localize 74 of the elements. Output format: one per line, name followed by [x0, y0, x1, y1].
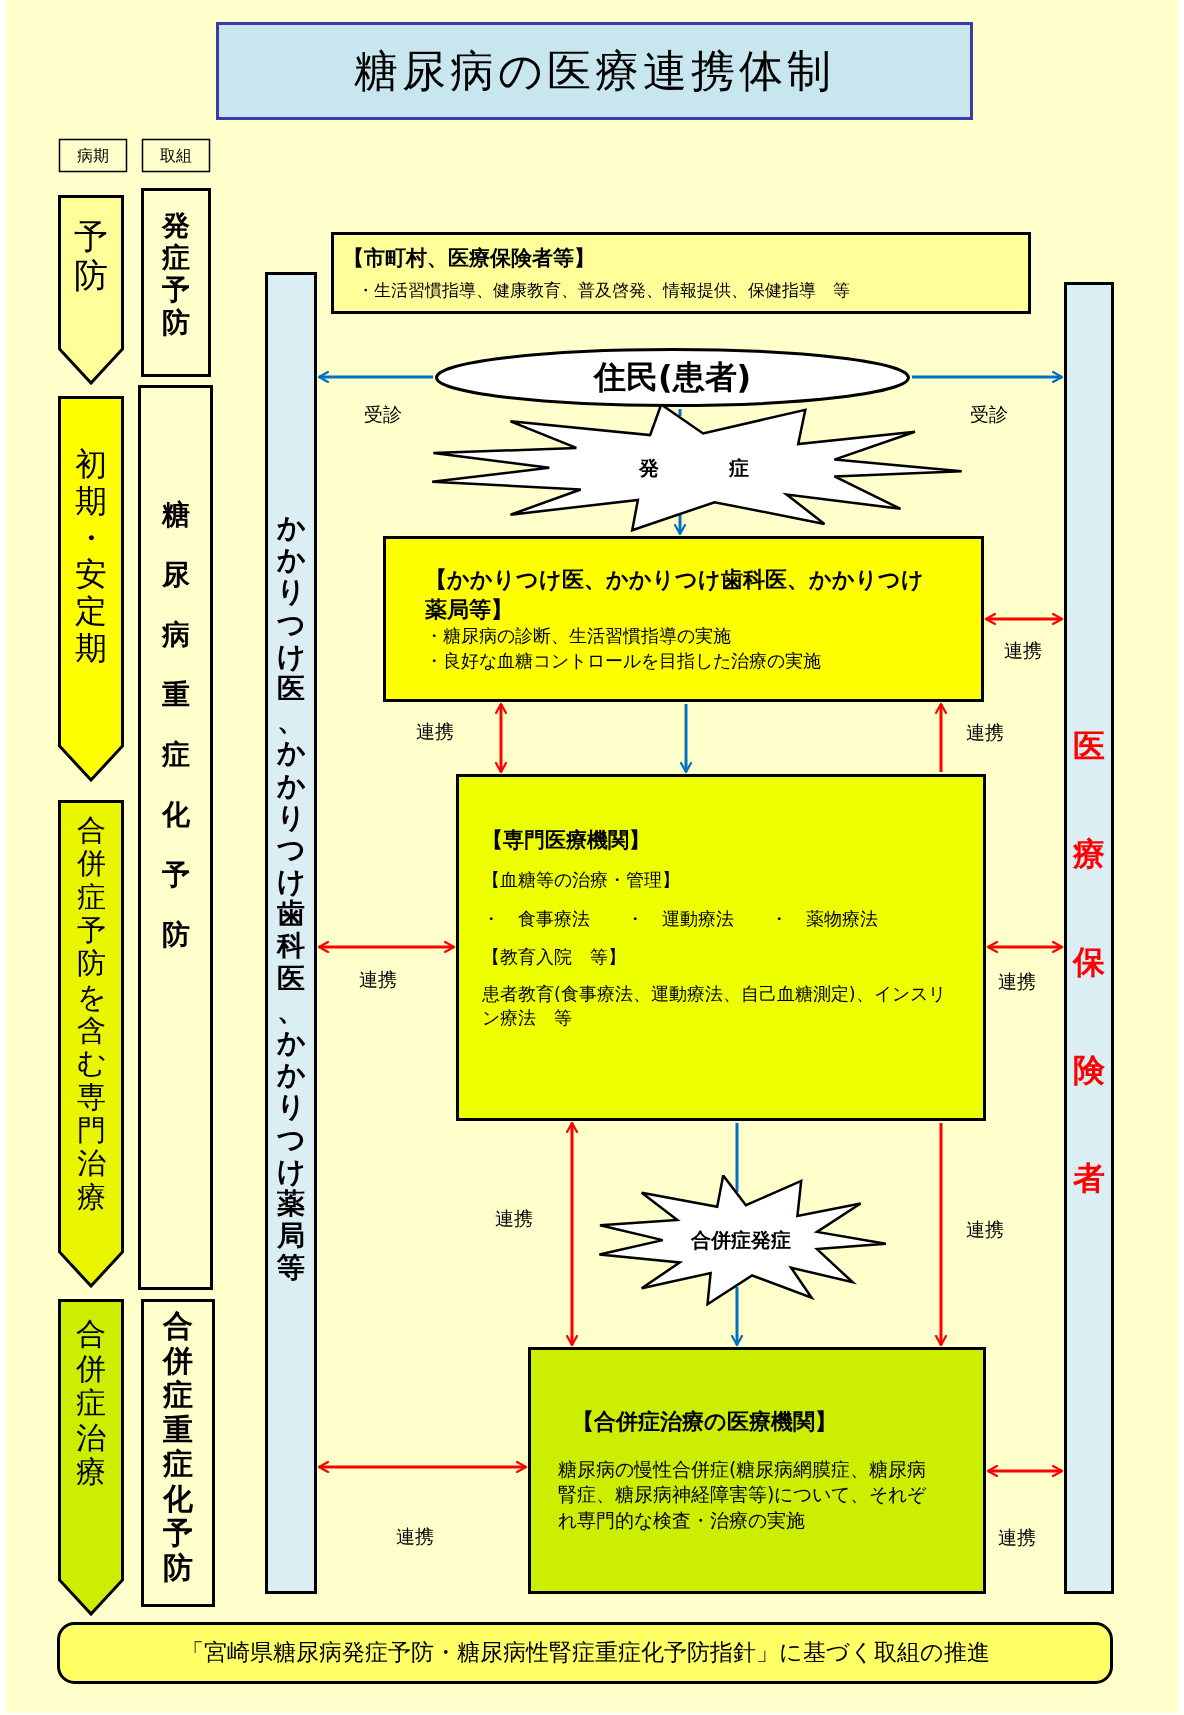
phase-label: 予防 [74, 217, 108, 296]
program-label: 糖尿病重症化予防 [161, 497, 190, 953]
arrow [912, 370, 1064, 384]
box-heading: 【かかりつけ医、かかりつけ歯科医、かかりつけ薬局等】 [425, 566, 924, 624]
header-text: 取組 [160, 144, 192, 167]
box-text: 患者教育(食事療法、運動療法、自己血糖測定)、インスリン療法 等 [482, 983, 947, 1030]
oval-label: 住民(患者) [593, 356, 752, 398]
panel-label: かかりつけ医、かかりつけ歯科医、かかりつけ薬局等 [277, 512, 305, 1285]
panel-label: 医療保険者 [1073, 726, 1105, 1199]
program-box [141, 1299, 215, 1607]
info-box [331, 232, 1031, 314]
program-label: 合併症重症化予防 [163, 1309, 193, 1585]
connector-line [735, 1123, 739, 1192]
arrow [730, 1287, 744, 1347]
edge-label: 連携 [416, 719, 454, 744]
arrow [984, 612, 1064, 626]
edge-label: 連携 [396, 1524, 434, 1549]
burst-shape [596, 1175, 886, 1306]
program-box [141, 188, 211, 377]
edge-label: 連携 [998, 969, 1036, 994]
arrow [934, 1123, 948, 1347]
edge-label: 連携 [966, 1217, 1004, 1242]
side-panel [1064, 282, 1114, 1594]
header-text: 病期 [77, 144, 109, 167]
phase-banner [58, 1299, 124, 1616]
edge-label: 連携 [1004, 638, 1042, 663]
edge-label: 連携 [998, 1525, 1036, 1550]
box-text: ・生活習慣指導、健康教育、普及啓発、情報提供、保健指導 等 [356, 278, 851, 302]
column-header [58, 138, 128, 173]
box-text: ・ 食事療法 ・ 運動療法 ・ 薬物療法 [482, 906, 879, 931]
phase-label: 合併症治療 [76, 1317, 106, 1490]
edge-label: 受診 [364, 402, 402, 427]
arrow [317, 1460, 528, 1474]
footer-banner [57, 1622, 1113, 1684]
box-heading: 【市町村、医療保険者等】 [343, 245, 596, 273]
arrow [317, 370, 433, 384]
process-box [383, 536, 984, 702]
box-text: 【教育入院 等】 [482, 944, 627, 969]
phase-label: 合併症予防を含む専門治療 [76, 814, 106, 1215]
arrow [317, 940, 456, 954]
arrow [673, 515, 687, 536]
box-text: 糖尿病の慢性合併症(糖尿病網膜症、糖尿病腎症、糖尿病神経障害等)について、それぞれ専門的な検査・治療の実施 [558, 1456, 928, 1533]
edge-label: 連携 [359, 967, 397, 992]
phase-label: 初期・安定期 [75, 446, 107, 667]
box-heading: 【専門医療機関】 [482, 827, 651, 854]
program-label: 発症予防 [162, 210, 190, 339]
process-box [528, 1347, 986, 1594]
arrow [986, 940, 1064, 954]
edge-label: 受診 [970, 402, 1008, 427]
box-text: ・良好な血糖コントロールを目指した治療の実施 [425, 648, 822, 673]
burst-label: 発 [639, 454, 659, 482]
box-heading: 【合併症治療の医療機関】 [571, 1408, 838, 1436]
phase-banner [58, 396, 124, 782]
burst-label: 合併症発症 [691, 1227, 791, 1254]
arrow [934, 702, 948, 772]
title: 糖尿病の医療連携体制 [216, 22, 973, 120]
connector-line [678, 409, 682, 416]
box-text: 【血糖等の治療・管理】 [482, 868, 681, 893]
side-panel [265, 272, 317, 1594]
banner-text: 「宮崎県糖尿病発症予防・糖尿病性腎症重症化予防指針」に基づく取組の推進 [180, 1638, 990, 1668]
burst-label: 症 [729, 454, 749, 482]
arrow [679, 704, 693, 774]
arrow [494, 702, 508, 774]
phase-banner [58, 800, 124, 1288]
edge-label: 連携 [495, 1206, 533, 1231]
arrow [565, 1121, 579, 1347]
box-text: ・糖尿病の診断、生活習慣指導の実施 [425, 624, 732, 649]
process-box [456, 774, 986, 1121]
column-header [141, 138, 211, 173]
oval [435, 348, 910, 407]
edge-label: 連携 [966, 720, 1004, 745]
program-box [138, 385, 213, 1290]
arrow [986, 1464, 1064, 1478]
phase-banner [58, 195, 124, 385]
